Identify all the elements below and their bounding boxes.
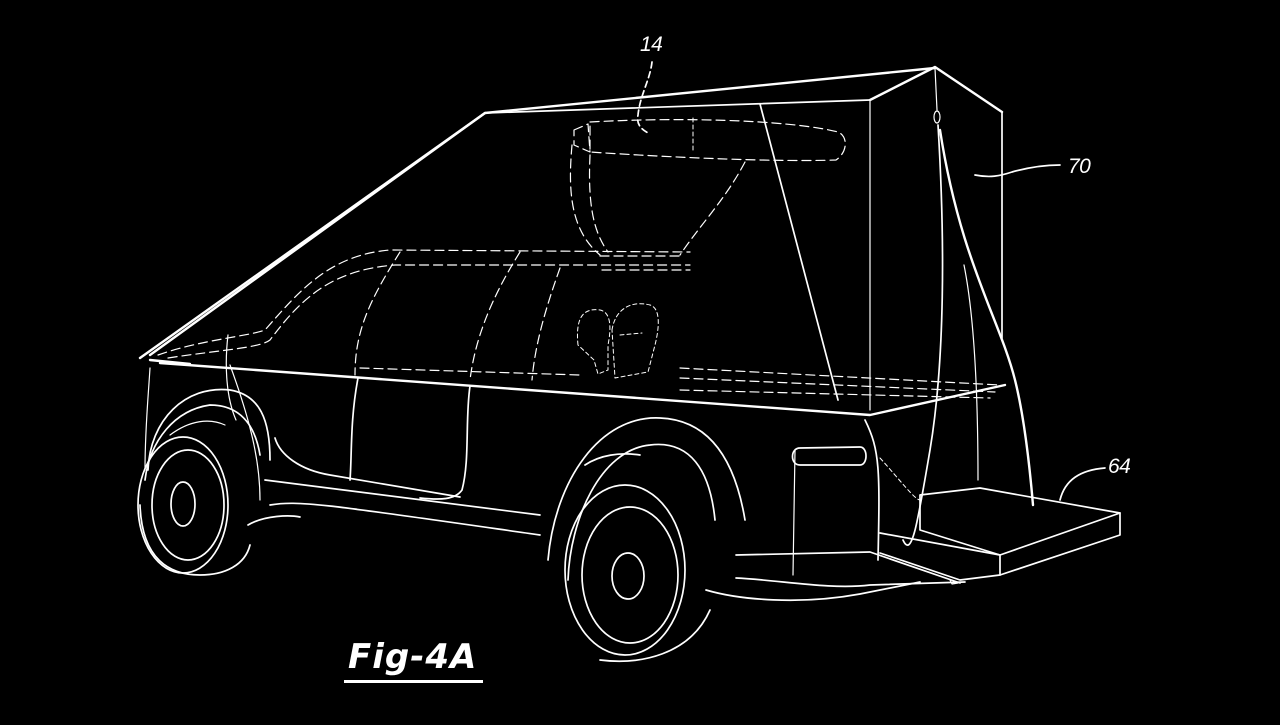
vehicle-body [144, 249, 1007, 602]
zipper-pull-icon [933, 110, 941, 124]
tent-enclosure [138, 65, 1035, 546]
reference-numeral-64: 64 [1108, 455, 1131, 478]
leader-line-14 [636, 61, 653, 135]
tail-light [791, 446, 867, 466]
reference-numeral-14: 14 [640, 33, 663, 56]
rear-wheel [547, 417, 746, 663]
tailgate-step [879, 487, 1121, 585]
front-wheel [137, 388, 271, 576]
overhead-bin [569, 117, 846, 271]
reference-numeral-70: 70 [1068, 155, 1091, 178]
figure-label: Fig-4A [344, 640, 484, 683]
leader-line-70 [974, 164, 1061, 178]
leader-line-64 [1059, 467, 1106, 501]
